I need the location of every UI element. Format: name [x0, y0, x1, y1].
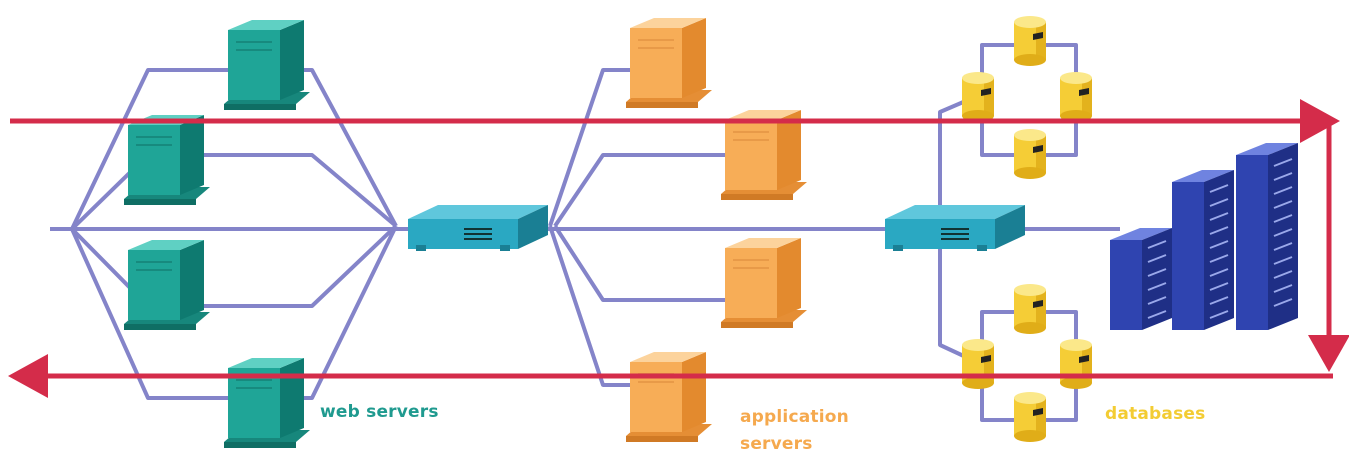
app-server-icon: [625, 351, 713, 443]
database-icon: [1060, 339, 1092, 389]
app-server-icon: [625, 17, 713, 109]
databases-label: databases: [1105, 404, 1206, 424]
link-db-lower: [938, 229, 969, 360]
response-flow-arrow: [8, 354, 1333, 398]
link-app4: [548, 225, 640, 387]
link-in-web3: [70, 224, 398, 308]
link-in-web1: [50, 68, 398, 231]
database-icon: [1014, 16, 1046, 66]
link-in-web2: [70, 153, 398, 231]
app-server-icon: [720, 237, 808, 329]
database-icon: [1060, 72, 1092, 122]
web-server-icon: [123, 239, 211, 331]
arrow-left-icon: [8, 354, 48, 398]
database-icon: [962, 72, 994, 122]
arrow-down-icon: [1308, 335, 1349, 372]
link-app2: [553, 153, 735, 228]
web-server-group: [123, 19, 311, 449]
web-server-icon: [223, 19, 311, 111]
database-icon: [1014, 392, 1046, 442]
storage-rack-group: [1110, 143, 1298, 330]
web-server-icon: [123, 114, 211, 206]
load-balancer-app-db-icon: [884, 204, 1026, 252]
link-app3: [553, 224, 735, 302]
storage-rack-icon: [1110, 228, 1172, 330]
web-servers-label: web servers: [320, 402, 439, 422]
database-icon: [962, 339, 994, 389]
application-servers-label: application servers: [740, 407, 849, 454]
link-app1: [548, 68, 640, 227]
request-flow-arrow: [10, 99, 1349, 372]
database-icon: [1014, 129, 1046, 179]
arrow-right-icon: [1300, 99, 1340, 143]
web-server-icon: [223, 357, 311, 449]
storage-rack-icon: [1172, 170, 1234, 330]
load-balancer-web-app-icon: [407, 204, 549, 252]
storage-rack-icon: [1236, 143, 1298, 330]
database-icon: [1014, 284, 1046, 334]
